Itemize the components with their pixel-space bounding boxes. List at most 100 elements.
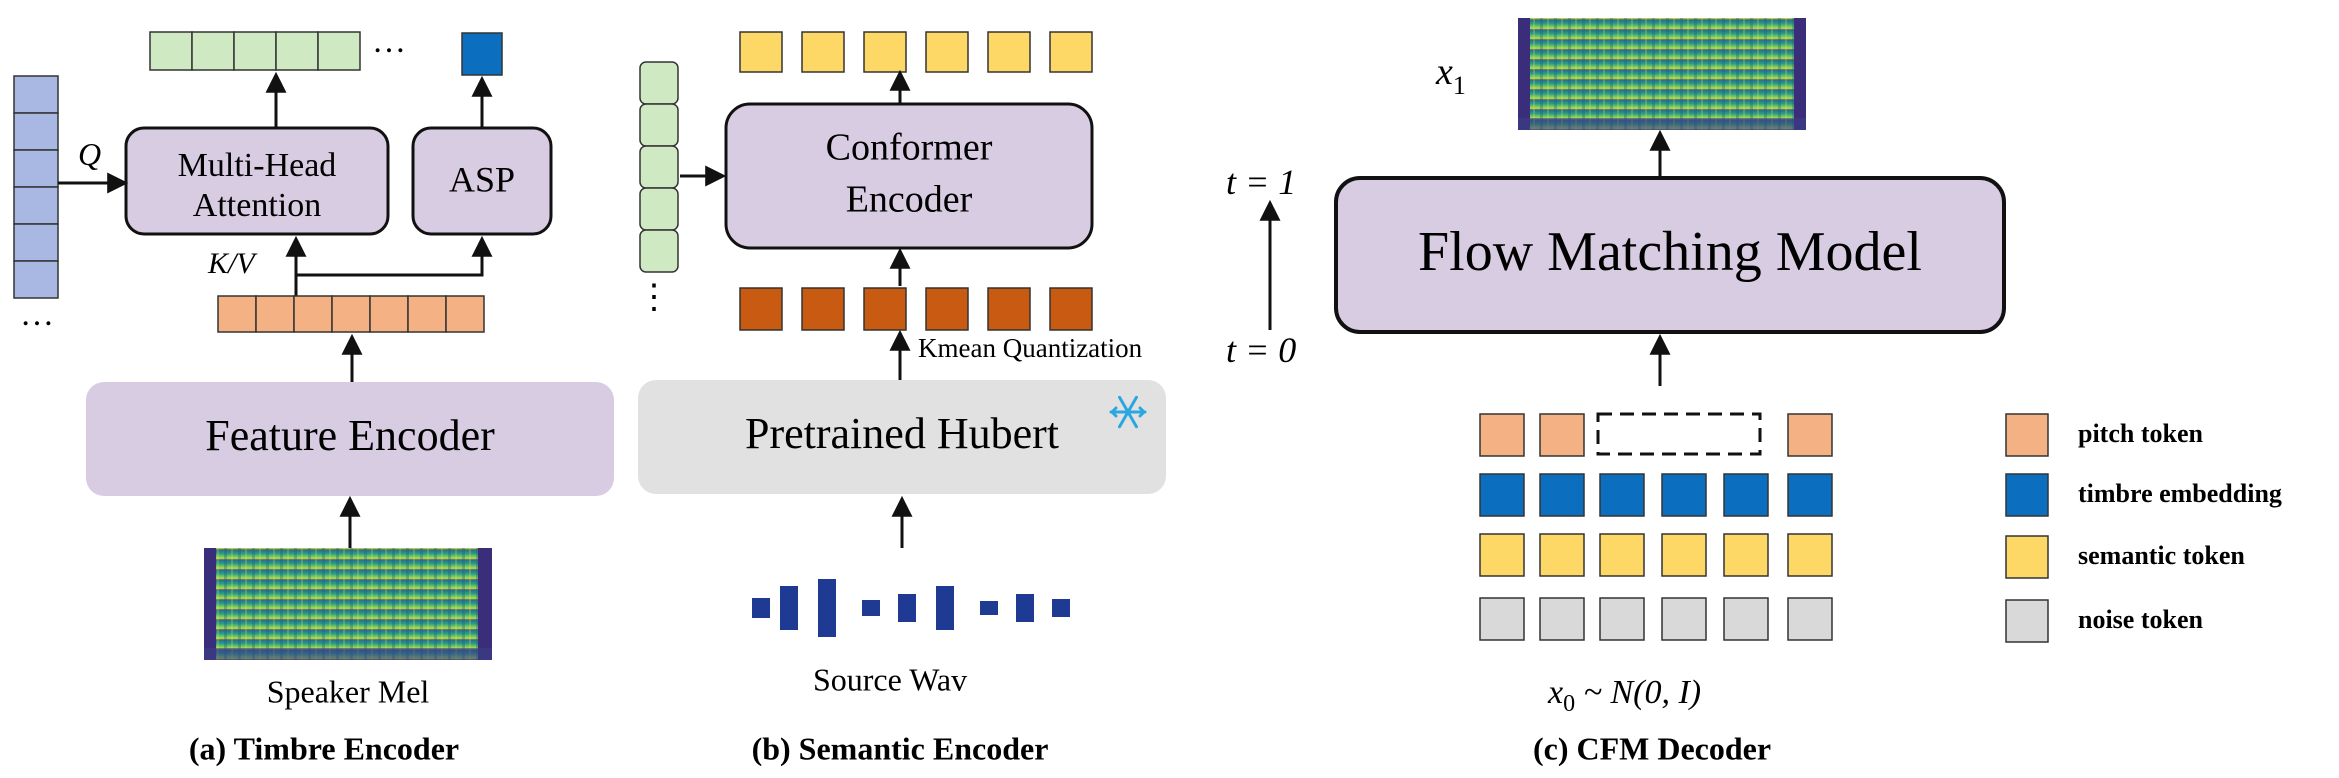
legend-label: noise token: [2078, 605, 2204, 634]
query-token: [13, 112, 59, 151]
conditioning-token-grid: [1479, 413, 1833, 641]
side-column-ellipsis: ⋮: [637, 279, 671, 316]
kv-label: K/V: [207, 247, 258, 280]
semantic-output-token: [801, 31, 845, 73]
side-input-token: [639, 145, 679, 189]
t1-label: t = 1: [1226, 162, 1296, 202]
feature-token: [369, 295, 409, 333]
pitch-token: [1539, 413, 1585, 457]
noise-token: [1539, 597, 1585, 641]
x1-label: x1: [1435, 51, 1466, 100]
q-label: Q: [78, 136, 101, 172]
timbre-embedding-token: [1787, 473, 1833, 517]
waveform-bar: [780, 586, 798, 630]
legend-swatch: [2005, 535, 2049, 579]
waveform-bar: [1016, 594, 1034, 622]
feature-token: [255, 295, 295, 333]
conformer-encoder-box: [724, 102, 1094, 250]
feature-token: [293, 295, 333, 333]
noise-token: [1787, 597, 1833, 641]
asp-output-square: [461, 32, 503, 76]
semantic-output-token: [925, 31, 969, 73]
pitch-token: [1479, 413, 1525, 457]
semantic-token: [1479, 533, 1525, 577]
quantized-token: [1049, 287, 1093, 331]
query-token: [13, 223, 59, 262]
quantized-token: [801, 287, 845, 331]
x0-label: x0 ~ N(0, I): [1547, 674, 1701, 717]
attention-output-row: [149, 31, 361, 71]
semantic-encoder-panel: ⋮ Conformer Encoder Kmean Quantization P…: [637, 31, 1166, 766]
feature-encoder-label: Feature Encoder: [205, 411, 495, 460]
semantic-token: [1539, 533, 1585, 577]
feature-token: [445, 295, 485, 333]
attention-output-token: [149, 31, 193, 71]
noise-token: [1479, 597, 1525, 641]
quantized-token: [987, 287, 1031, 331]
side-input-token: [639, 229, 679, 273]
timbre-embedding-token: [1661, 473, 1707, 517]
masked-pitch-span: [1596, 412, 1762, 456]
noise-token: [1599, 597, 1645, 641]
kmean-label: Kmean Quantization: [918, 333, 1143, 363]
query-token-column: [13, 75, 59, 299]
quantized-token: [925, 287, 969, 331]
timbre-embedding-token: [1723, 473, 1769, 517]
semantic-output-token: [863, 31, 907, 73]
waveform-bar: [818, 579, 836, 637]
feature-token: [331, 295, 371, 333]
noise-token: [1661, 597, 1707, 641]
source-wav-label: Source Wav: [813, 661, 967, 697]
quantized-token-row: [739, 287, 1093, 331]
side-input-token: [639, 61, 679, 105]
cfm-caption: (c) CFM Decoder: [1533, 730, 1771, 766]
pretrained-hubert-box: [638, 380, 1166, 494]
mha-label-line1: Multi-Head: [178, 147, 337, 184]
timbre-embedding-token: [1539, 473, 1585, 517]
legend-label: pitch token: [2078, 419, 2204, 448]
pitch-token: [1787, 413, 1833, 457]
speaker-mel-spectrogram: [204, 548, 492, 660]
semantic-output-token: [739, 31, 783, 73]
semantic-token: [1599, 533, 1645, 577]
flow-matching-label: Flow Matching Model: [1418, 221, 1922, 283]
attention-output-token: [317, 31, 361, 71]
timbre-embedding-token: [1479, 473, 1525, 517]
side-input-token: [639, 103, 679, 147]
query-column-ellipsis: …: [20, 296, 54, 333]
attention-output-token: [191, 31, 235, 71]
hubert-label: Pretrained Hubert: [745, 409, 1059, 458]
waveform-bar: [898, 594, 916, 622]
conformer-label-line2: Encoder: [846, 179, 973, 221]
feature-token: [407, 295, 447, 333]
t0-label: t = 0: [1226, 330, 1296, 370]
waveform-bar: [1052, 599, 1070, 617]
timbre-caption: (a) Timbre Encoder: [189, 730, 459, 766]
semantic-token: [1723, 533, 1769, 577]
feature-token: [217, 295, 257, 333]
speaker-mel-label: Speaker Mel: [267, 673, 430, 709]
noise-token: [1723, 597, 1769, 641]
legend-swatch: [2005, 473, 2049, 517]
semantic-output-row: [739, 31, 1093, 73]
asp-label: ASP: [449, 159, 515, 199]
feature-encoder-box: [86, 382, 614, 496]
output-row-ellipsis: …: [372, 23, 406, 60]
kv-to-asp-arrow: [294, 235, 493, 296]
legend-swatch: [2005, 413, 2049, 457]
query-token: [13, 260, 59, 299]
query-token: [13, 75, 59, 114]
legend-swatch: [2005, 599, 2049, 643]
semantic-output-token: [1049, 31, 1093, 73]
cfm-decoder-panel: x1 t = 1 t = 0 Flow Matching Model x0 ~ …: [1226, 18, 2282, 766]
output-mel-spectrogram: [1518, 18, 1806, 130]
semantic-caption: (b) Semantic Encoder: [752, 730, 1049, 766]
conformer-label-line1: Conformer: [826, 127, 993, 169]
semantic-output-token: [987, 31, 1031, 73]
attention-output-token: [233, 31, 277, 71]
waveform-bar: [862, 600, 880, 616]
attention-output-token: [275, 31, 319, 71]
semantic-token: [1661, 533, 1707, 577]
